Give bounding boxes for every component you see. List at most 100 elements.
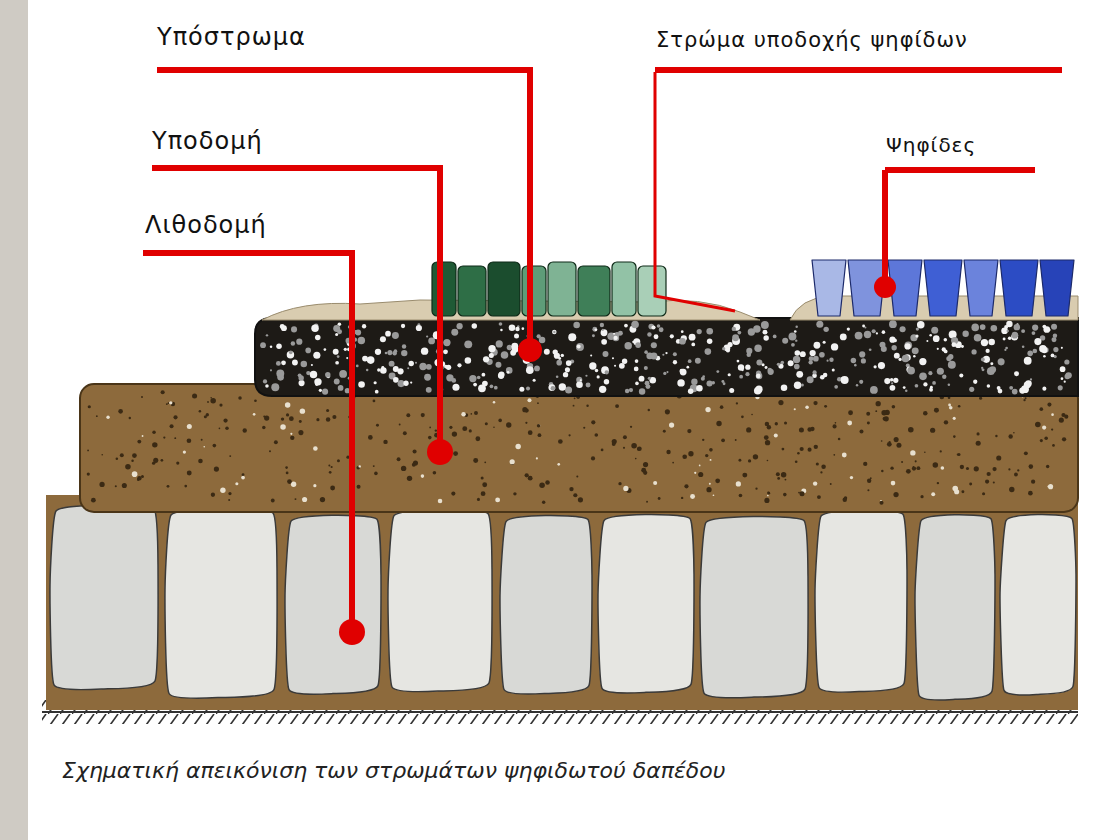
speck [170, 424, 174, 428]
part-label: Υποδομή [152, 128, 263, 156]
speck [1007, 330, 1009, 332]
speck [737, 360, 740, 363]
speck [784, 422, 787, 425]
speck [586, 382, 591, 387]
speck [393, 377, 399, 383]
speck [651, 342, 657, 348]
speck [394, 349, 398, 353]
speck [552, 330, 556, 334]
speck [122, 483, 127, 488]
speck [646, 501, 648, 503]
speck [421, 474, 425, 478]
speck [691, 379, 697, 385]
speck [137, 479, 139, 481]
speck [781, 361, 785, 365]
speck [1042, 387, 1046, 391]
speck [551, 386, 556, 391]
speck [736, 402, 738, 404]
speck [681, 497, 683, 499]
speck [670, 334, 674, 338]
speck [167, 485, 170, 488]
speck [635, 342, 641, 348]
speck [756, 359, 762, 365]
speck [705, 454, 708, 457]
speck [684, 484, 688, 488]
speck [739, 375, 743, 379]
speck [392, 332, 399, 339]
speck [782, 338, 788, 344]
leader-lines [143, 70, 1062, 632]
speck [594, 433, 598, 437]
speck [223, 418, 227, 422]
speck [658, 497, 661, 500]
speck [373, 465, 375, 467]
speck [974, 334, 982, 342]
speck [376, 424, 379, 427]
speck [833, 454, 835, 456]
stone [915, 515, 995, 700]
speck [944, 420, 948, 424]
speck [919, 358, 926, 365]
speck [1014, 324, 1020, 330]
speck [916, 466, 920, 470]
speck [654, 334, 659, 339]
speck [644, 350, 648, 354]
speck [709, 483, 711, 485]
page-ground [28, 0, 1107, 840]
speck [969, 483, 972, 486]
speck [496, 340, 503, 347]
speck [1051, 413, 1054, 416]
speck [688, 359, 692, 363]
speck [820, 471, 822, 473]
speck [301, 361, 307, 367]
tessera [1000, 260, 1038, 316]
speck [402, 344, 406, 348]
speck [838, 438, 841, 441]
speck [271, 499, 275, 503]
speck [591, 456, 595, 460]
leader-dots [339, 276, 896, 645]
speck [951, 342, 956, 347]
speck [281, 325, 287, 331]
speck [906, 469, 911, 474]
speck [898, 358, 901, 361]
speck [479, 388, 481, 390]
speck [498, 371, 504, 377]
speck [452, 431, 457, 436]
speck [884, 378, 890, 384]
speck [937, 368, 944, 375]
speck [573, 322, 580, 329]
speck [220, 487, 225, 492]
speck [276, 344, 282, 350]
speck [494, 386, 498, 390]
speck [515, 444, 520, 449]
speck [981, 358, 985, 362]
speck [513, 492, 516, 495]
speck [823, 327, 828, 332]
speck [721, 438, 725, 442]
speck [679, 338, 686, 345]
speck [715, 478, 720, 483]
speck [333, 349, 339, 355]
speck [270, 369, 272, 371]
speck [650, 353, 657, 360]
speck [1046, 465, 1049, 468]
speck [287, 479, 292, 484]
speck [187, 424, 192, 429]
speck [285, 402, 290, 407]
speck [977, 432, 980, 435]
speck [800, 491, 805, 496]
speck [948, 354, 953, 359]
speck [905, 343, 911, 349]
speck [325, 372, 330, 377]
speck [879, 501, 883, 505]
speck [874, 365, 877, 368]
speck [207, 401, 209, 403]
speck [219, 428, 221, 430]
speck [645, 381, 650, 386]
speck [931, 327, 938, 334]
speck [565, 367, 570, 372]
speck [767, 460, 769, 462]
speck [952, 486, 958, 492]
speck [481, 491, 486, 496]
